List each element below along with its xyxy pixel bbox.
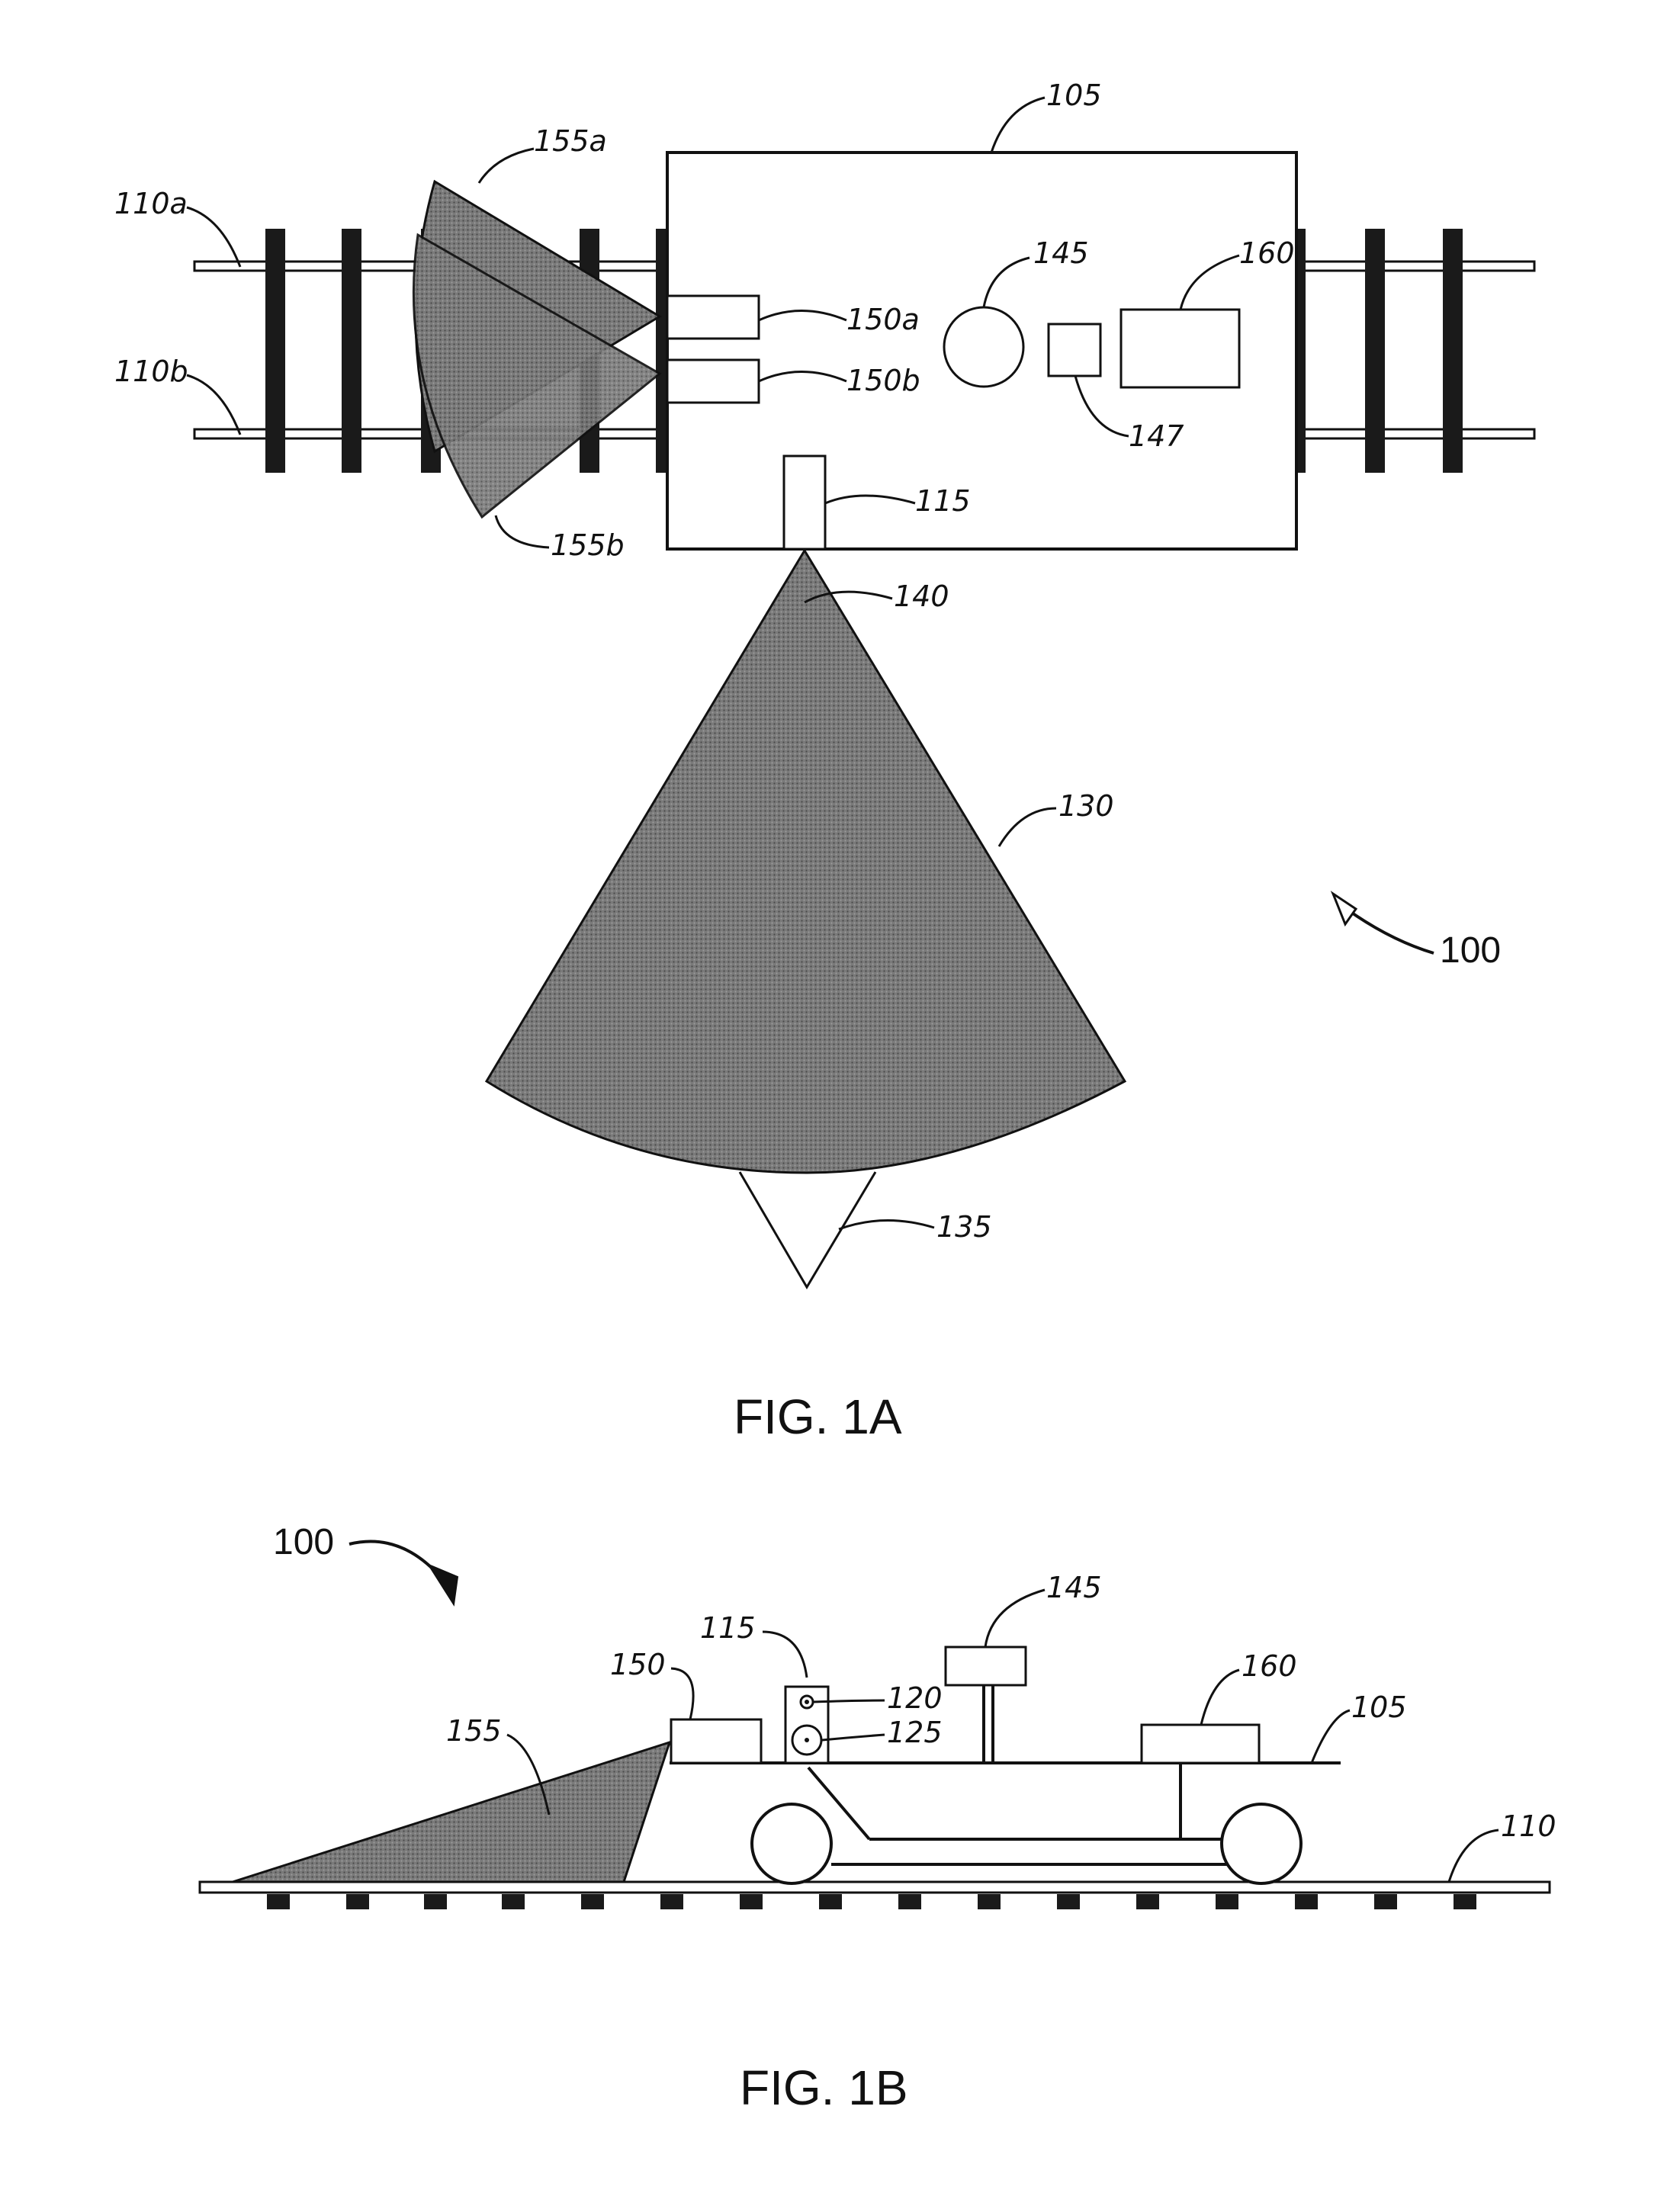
label-150: 150 [610,1648,666,1681]
fig-1b: 100 115 145 150 120 125 160 105 155 110 … [200,1522,1556,2115]
caption-fig-1b: FIG. 1B [740,2060,908,2115]
sensor-150b [667,360,759,403]
chassis [808,1763,1235,1864]
label-100-1a: 100 [1440,930,1501,971]
part-125-dot [805,1738,809,1742]
label-105: 105 [1046,79,1102,112]
label-155b: 155b [551,528,625,562]
label-110b: 110b [114,355,188,388]
label-150b: 150b [846,364,920,397]
label-147: 147 [1129,419,1184,453]
sensor-150a [667,296,759,339]
unit-160-1b [1142,1725,1259,1763]
part-120-dot [805,1700,809,1704]
unit-160 [1121,310,1239,387]
label-155a: 155a [534,124,607,158]
emitter-115 [784,456,825,549]
unit-145 [944,307,1023,387]
railroad-ties-1b [267,1894,1476,1909]
sensor-150 [671,1719,761,1763]
label-125: 125 [887,1716,943,1749]
rail-110 [200,1882,1550,1893]
label-140: 140 [894,580,949,613]
cone-130 [487,551,1125,1173]
unit-147 [1049,324,1100,376]
wheel-front [752,1804,831,1883]
label-115-1b: 115 [700,1611,756,1645]
label-110: 110 [1501,1809,1556,1843]
caption-fig-1a: FIG. 1A [734,1389,902,1444]
wheel-rear [1222,1804,1301,1883]
label-145: 145 [1033,236,1089,270]
label-135: 135 [936,1210,992,1244]
label-160-1b: 160 [1242,1649,1297,1683]
label-155: 155 [446,1714,502,1748]
unit-145-1b [946,1647,1026,1685]
label-115: 115 [915,484,971,518]
fig-1a: 105 155a 110a 110b 150a 150b 145 147 160… [114,79,1534,1444]
label-130: 130 [1058,789,1114,823]
label-110a: 110a [114,187,188,220]
label-160: 160 [1239,236,1295,270]
beam-155 [233,1742,670,1882]
label-100-1b: 100 [273,1522,334,1562]
label-145-1b: 145 [1046,1571,1102,1604]
label-120: 120 [887,1681,943,1715]
label-150a: 150a [846,303,920,336]
tip-135 [740,1172,875,1287]
label-105-1b: 105 [1351,1691,1407,1724]
